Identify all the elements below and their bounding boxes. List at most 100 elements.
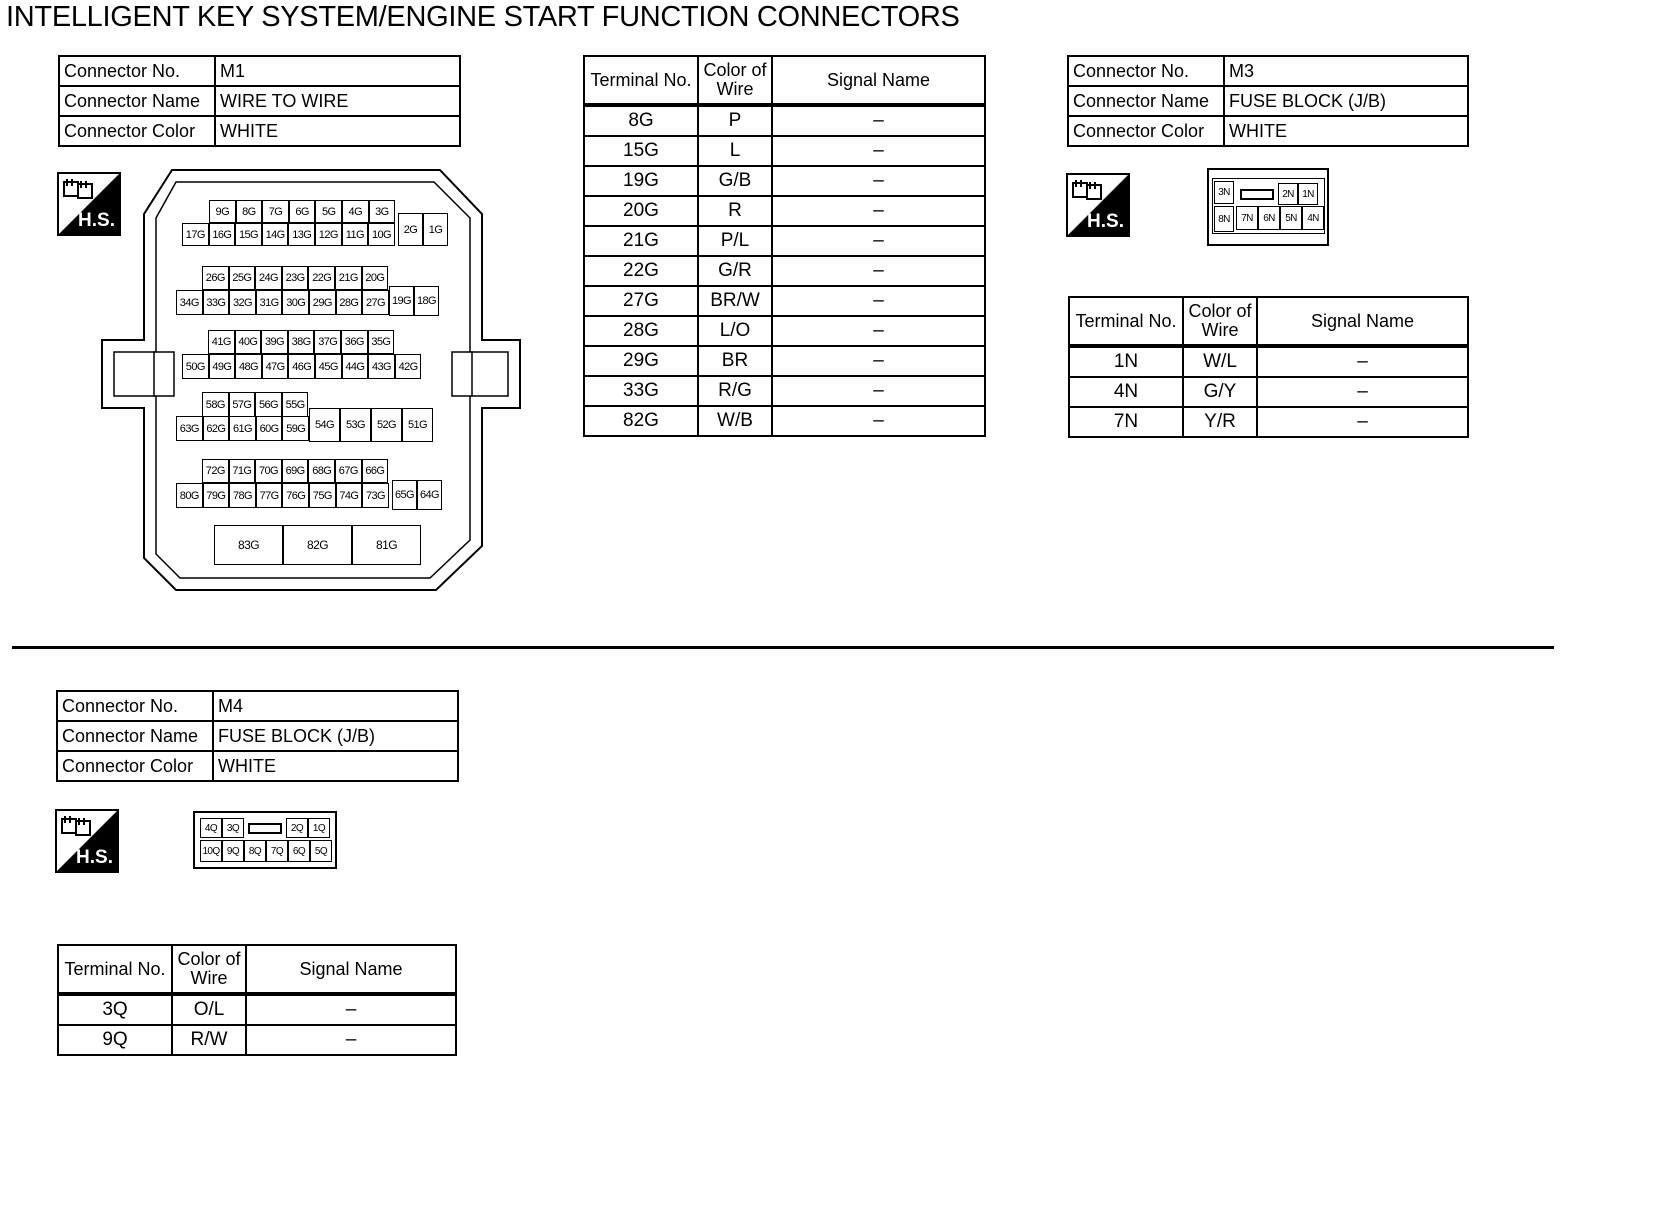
m3-signal-name-cell: – <box>1256 406 1469 438</box>
m1-terminal-no-cell: 29G <box>583 345 699 377</box>
m1-pin: 13G <box>288 223 315 246</box>
m1-pin: 3G <box>368 200 396 223</box>
m1-pin: 16G <box>208 223 236 246</box>
m1-info-table: Connector No. M1 Connector Name WIRE TO … <box>58 55 461 147</box>
m1-pin: 24G <box>255 266 282 290</box>
m1-pin: 41G <box>208 330 235 354</box>
m1-signal-name-cell: – <box>771 405 986 437</box>
m1-pin: 42G <box>394 354 422 379</box>
m1-terminal-no-cell: 15G <box>583 135 699 167</box>
m1-pin: 10G <box>368 223 395 246</box>
m1-harness-side-icon: H.S. <box>57 172 121 236</box>
connector-pictogram-icon <box>1072 180 1102 200</box>
m4-signal-name-cell: – <box>245 992 457 1026</box>
m1-pin: 77G <box>255 483 283 508</box>
m1-signal-name-cell: – <box>771 285 986 317</box>
m1-pin: 44G <box>341 354 369 379</box>
m1-pin: 12G <box>315 223 342 246</box>
m1-pin: 49G <box>208 354 236 379</box>
m1-pin: 27G <box>362 290 389 315</box>
m1-pin: 58G <box>202 392 229 417</box>
m1-pin: 78G <box>229 483 256 508</box>
m4-pin: 9Q <box>222 840 244 862</box>
m1-wire-color-cell: R/G <box>697 375 773 407</box>
m1-terminal-no-cell: 8G <box>583 103 699 137</box>
connector-pictogram-icon <box>61 816 91 836</box>
m4-pin: 2Q <box>286 818 308 838</box>
m1-pin: 6G <box>288 200 316 223</box>
m1-pin: 81G <box>352 525 421 565</box>
m1-pin: 74G <box>335 483 363 508</box>
m4-wire-color-cell: O/L <box>171 992 247 1026</box>
m4-connector-name: FUSE BLOCK (J/B) <box>212 720 459 752</box>
m1-signal-name-cell: – <box>771 375 986 407</box>
m4-pin: 5Q <box>310 840 332 862</box>
m1-pin: 70G <box>255 459 282 483</box>
m1-pin: 71G <box>228 459 256 483</box>
m1-pin: 55G <box>281 392 309 417</box>
m1-signal-name-cell: – <box>771 345 986 377</box>
m4-connector-name-label: Connector Name <box>56 720 214 752</box>
m4-connector-color-label: Connector Color <box>56 750 214 782</box>
m1-pin: 79G <box>202 483 230 508</box>
m3-connector-name-label: Connector Name <box>1067 85 1225 117</box>
m3-pin: 5N <box>1280 206 1302 230</box>
m1-terminal-no-header: Terminal No. <box>583 55 699 106</box>
m1-pin: 43G <box>368 354 395 379</box>
m4-terminal-no-cell: 3Q <box>57 992 173 1026</box>
m1-pin: 26G <box>202 266 229 290</box>
section-divider <box>12 646 1554 649</box>
m1-pin: 73G <box>362 483 389 508</box>
m1-connector-no-label: Connector No. <box>58 55 216 87</box>
m1-pin: 40G <box>234 330 262 354</box>
m1-pin: 48G <box>235 354 262 379</box>
m1-pin: 30G <box>282 290 309 315</box>
m1-pin: 39G <box>261 330 288 354</box>
m1-pin: 45G <box>315 354 342 379</box>
m3-wire-color-cell: W/L <box>1182 344 1258 378</box>
m1-pin: 46G <box>288 354 315 379</box>
m1-connector-color: WHITE <box>214 115 461 147</box>
m1-pin: 32G <box>229 290 256 315</box>
m1-pin: 35G <box>367 330 395 354</box>
m4-signal-name-header: Signal Name <box>245 944 457 995</box>
m3-wire-color-cell: Y/R <box>1182 406 1258 438</box>
m1-pin: 2G <box>398 213 423 246</box>
m1-pin: 28G <box>335 290 363 315</box>
m1-pin: 19G <box>389 286 414 316</box>
m3-connector-no-label: Connector No. <box>1067 55 1225 87</box>
m1-pin: 8G <box>235 200 263 223</box>
m1-wire-color-cell: L/O <box>697 315 773 347</box>
m1-pin: 64G <box>417 480 442 510</box>
m1-pin: 47G <box>261 354 289 379</box>
m3-pin: 2N <box>1278 183 1298 205</box>
m1-pin: 63G <box>176 416 203 441</box>
m4-pin: 1Q <box>308 818 330 838</box>
m1-connector-name: WIRE TO WIRE <box>214 85 461 117</box>
m1-terminal-no-cell: 33G <box>583 375 699 407</box>
m4-wire-color-cell: R/W <box>171 1024 247 1056</box>
m3-terminal-no-header: Terminal No. <box>1068 296 1184 347</box>
m1-terminal-no-cell: 82G <box>583 405 699 437</box>
m1-pin: 56G <box>255 392 282 417</box>
m1-pin: 4G <box>342 200 369 223</box>
m4-harness-side-icon: H.S. <box>55 809 119 873</box>
m1-wire-color-cell: P <box>697 103 773 137</box>
m1-terminal-no-cell: 22G <box>583 255 699 287</box>
m1-pin: 25G <box>228 266 256 290</box>
m4-pin: 10Q <box>200 840 222 862</box>
m1-pin: 15G <box>235 223 262 246</box>
m1-pin: 65G <box>392 480 417 510</box>
m3-blank-slot <box>1240 189 1274 200</box>
m1-wire-color-cell: G/R <box>697 255 773 287</box>
m1-terminal-no-cell: 21G <box>583 225 699 257</box>
m1-signal-name-cell: – <box>771 255 986 287</box>
m4-info-table: Connector No. M4 Connector Name FUSE BLO… <box>56 690 459 782</box>
m1-pin: 72G <box>202 459 229 483</box>
m1-wire-color-cell: BR/W <box>697 285 773 317</box>
